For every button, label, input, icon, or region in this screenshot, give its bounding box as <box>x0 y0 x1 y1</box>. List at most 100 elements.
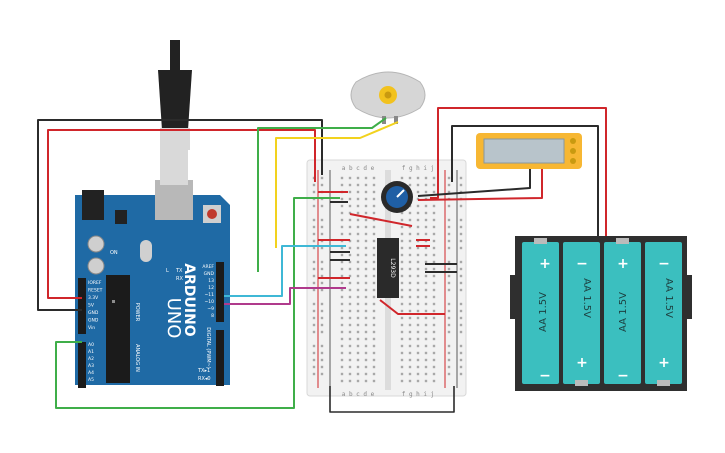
battery-4-label: AA 1.5V <box>663 278 674 318</box>
breadboard-hole <box>348 365 352 369</box>
breadboard-hole <box>400 358 404 362</box>
breadboard-hole <box>432 253 436 257</box>
rail-hole <box>312 274 316 278</box>
breadboard-hole <box>364 344 368 348</box>
breadboard-hole <box>432 365 436 369</box>
wire-meter-pos <box>417 169 543 201</box>
breadboard-hole <box>348 344 352 348</box>
rail-hole <box>312 372 316 376</box>
breadboard-hole <box>416 204 420 208</box>
breadboard-hole <box>416 211 420 215</box>
breadboard-hole <box>432 295 436 299</box>
breadboard-hole <box>416 274 420 278</box>
battery-1-label: AA 1.5V <box>538 292 549 332</box>
breadboard-hole <box>356 204 360 208</box>
breadboard-hole <box>372 218 376 222</box>
breadboard-hole <box>348 246 352 250</box>
breadboard-hole <box>348 232 352 236</box>
breadboard-hole <box>340 225 344 229</box>
rail-hole <box>312 358 316 362</box>
breadboard-hole <box>416 218 420 222</box>
breadboard-hole <box>372 260 376 264</box>
breadboard-hole <box>424 358 428 362</box>
serial-tx-label: TX▸1 <box>197 368 210 374</box>
breadboard-hole <box>372 330 376 334</box>
potentiometer[interactable] <box>381 181 413 213</box>
breadboard-hole <box>340 211 344 215</box>
breadboard-hole <box>364 211 368 215</box>
breadboard-hole <box>432 260 436 264</box>
atmega-chip <box>106 275 130 383</box>
breadboard-hole <box>372 302 376 306</box>
rail-hole <box>312 267 316 271</box>
breadboard-hole <box>340 274 344 278</box>
wire-cyan-pin <box>224 245 346 297</box>
breadboard-hole <box>364 351 368 355</box>
breadboard-hole <box>408 330 412 334</box>
rail-hole <box>447 176 451 180</box>
breadboard-hole <box>340 358 344 362</box>
breadboard-hole <box>424 190 428 194</box>
breadboard-hole <box>348 274 352 278</box>
breadboard-hole <box>372 204 376 208</box>
breadboard-hole <box>416 302 420 306</box>
rail-hole <box>320 323 324 327</box>
breadboard-hole <box>408 260 412 264</box>
breadboard-hole <box>416 225 420 229</box>
breadboard-hole <box>424 344 428 348</box>
rail-hole <box>459 225 463 229</box>
breadboard-hole <box>424 309 428 313</box>
breadboard-hole <box>364 288 368 292</box>
rail-hole <box>459 260 463 264</box>
breadboard-hole <box>416 267 420 271</box>
breadboard-hole <box>364 190 368 194</box>
breadboard-hole <box>356 281 360 285</box>
breadboard-hole <box>348 218 352 222</box>
breadboard-hole <box>408 218 412 222</box>
breadboard-hole <box>408 302 412 306</box>
breadboard-hole <box>400 267 404 271</box>
arduino-model: UNO <box>163 298 184 339</box>
breadboard-hole <box>364 176 368 180</box>
breadboard-hole <box>400 330 404 334</box>
power-pin-label: Vin <box>88 325 95 331</box>
wires <box>37 107 607 413</box>
breadboard-hole <box>432 211 436 215</box>
breadboard-hole <box>408 337 412 341</box>
breadboard-hole <box>400 232 404 236</box>
voltmeter <box>476 133 582 169</box>
breadboard-hole <box>356 372 360 376</box>
breadboard-hole <box>372 344 376 348</box>
usb-port <box>155 180 193 220</box>
breadboard-hole <box>356 358 360 362</box>
breadboard-hole <box>348 197 352 201</box>
wire-a0-pot <box>55 197 340 409</box>
breadboard-hole <box>400 218 404 222</box>
breadboard-hole <box>364 197 368 201</box>
breadboard-hole <box>408 309 412 313</box>
battery-1-minus: − <box>539 368 551 384</box>
breadboard-hole <box>340 316 344 320</box>
breadboard-hole <box>340 379 344 383</box>
rail-hole <box>447 323 451 327</box>
breadboard-hole <box>356 351 360 355</box>
breadboard-hole <box>400 365 404 369</box>
rail-hole <box>312 239 316 243</box>
breadboard-hole <box>340 267 344 271</box>
breadboard-hole <box>400 288 404 292</box>
rail-hole <box>320 281 324 285</box>
digital-pin-label: 13 <box>208 278 214 284</box>
breadboard-hole <box>372 267 376 271</box>
breadboard-hole <box>416 253 420 257</box>
breadboard-hole <box>432 267 436 271</box>
dc-motor <box>350 71 426 124</box>
breadboard-hole <box>372 253 376 257</box>
analog-header <box>78 342 86 388</box>
digital-pin-label: GND <box>204 271 215 277</box>
digital-group-label: DIGITAL (PWM~) <box>205 327 211 369</box>
rail-hole <box>320 232 324 236</box>
breadboard-hole <box>416 351 420 355</box>
breadboard-hole <box>372 365 376 369</box>
breadboard-hole <box>348 323 352 327</box>
